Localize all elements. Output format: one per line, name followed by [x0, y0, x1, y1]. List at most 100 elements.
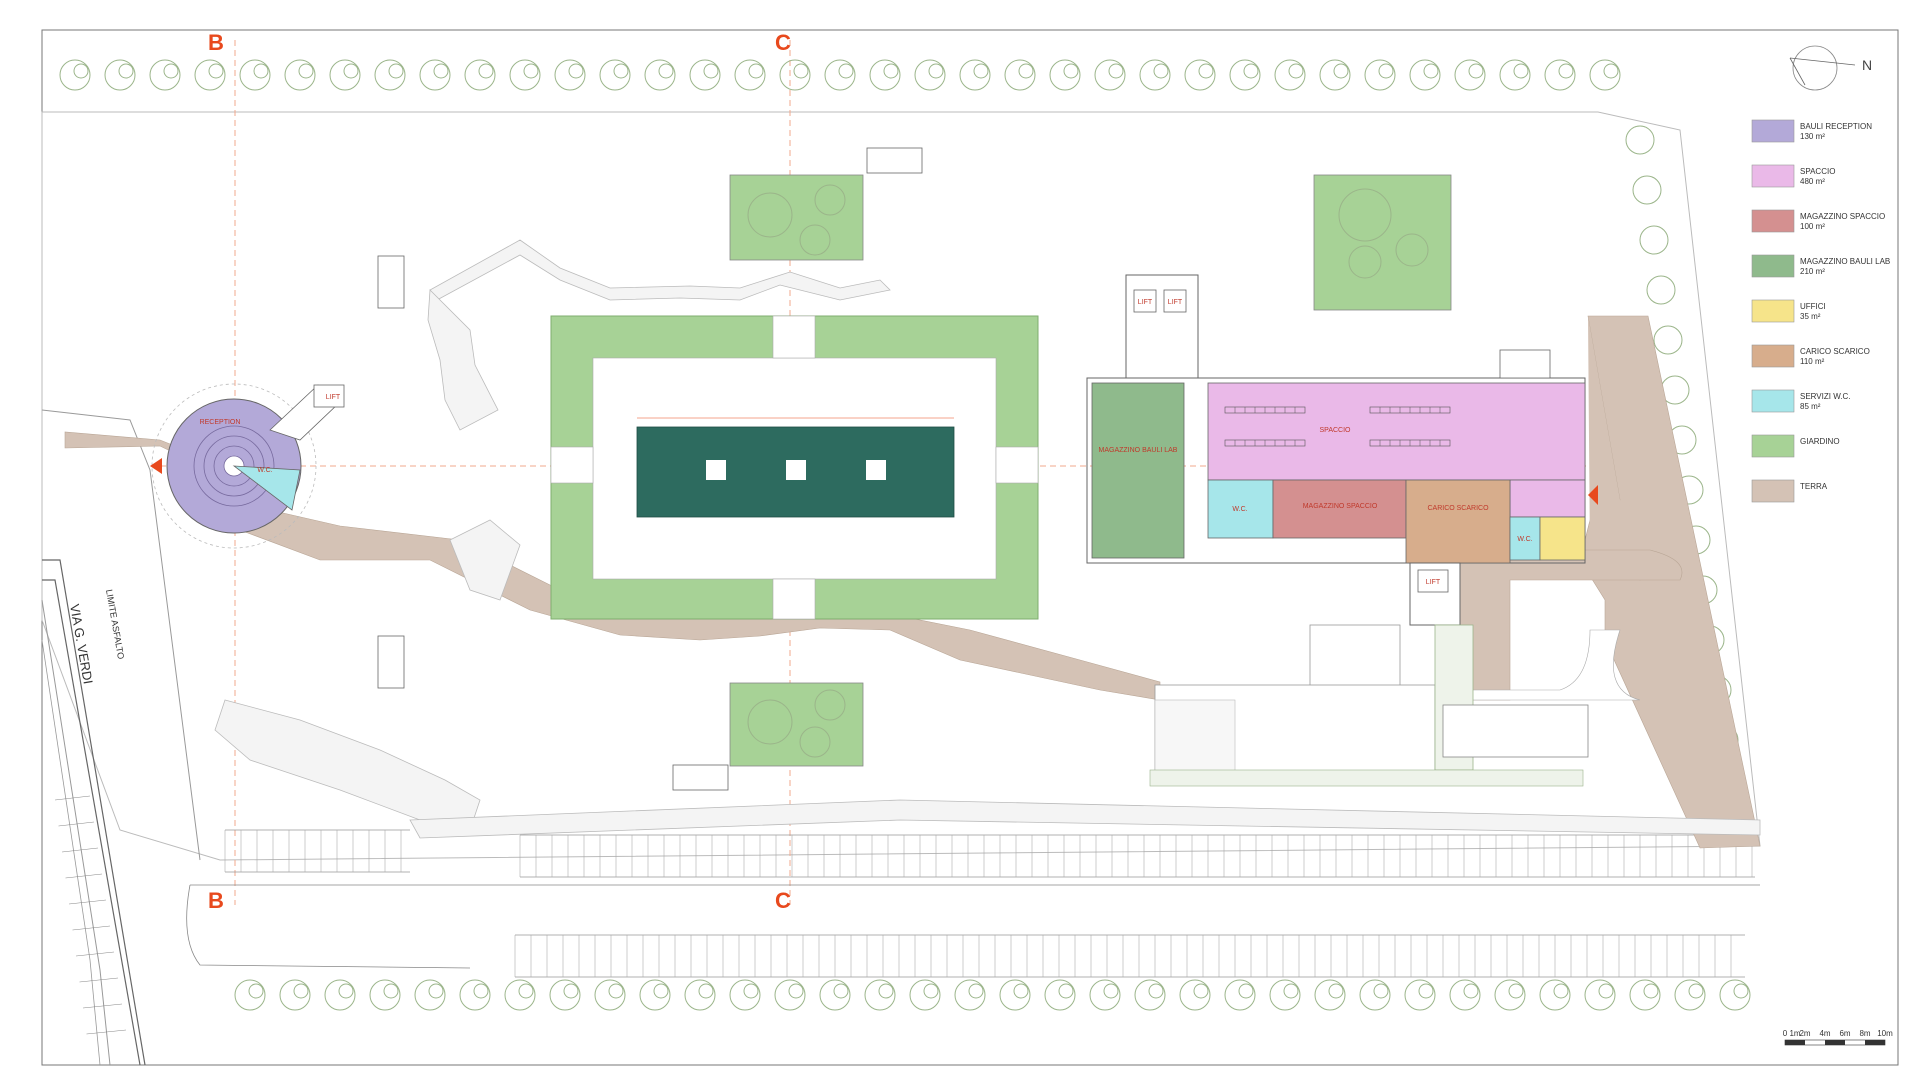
- tree-icon: [689, 59, 721, 91]
- north-arrow-icon: N: [1789, 45, 1872, 91]
- scale-label: 10m: [1877, 1029, 1893, 1038]
- section-label-c-top: C: [775, 30, 791, 55]
- tree-icon: [554, 59, 586, 91]
- reception-label: RECEPTION: [200, 419, 241, 426]
- main-building: LIFT LIFT MAGAZZINO BAULI LAB SPACCIO W.…: [1086, 274, 1598, 626]
- tree-icon: [1364, 59, 1396, 91]
- central-courtyard: [550, 315, 1039, 620]
- tree-icon: [639, 979, 671, 1011]
- legend-name: BAULI RECEPTION: [1800, 122, 1872, 131]
- tree-icon: [1674, 979, 1706, 1011]
- legend-area: 35 m²: [1800, 312, 1821, 321]
- tree-icon: [329, 59, 361, 91]
- shelf-unit: [1224, 406, 1306, 414]
- tree-icon: [419, 59, 451, 91]
- bench-1: [377, 255, 405, 309]
- tree-icon: [959, 59, 991, 91]
- tree-icon: [234, 979, 266, 1011]
- wc-main-label: W.C.: [1232, 506, 1247, 513]
- tree-icon: [1639, 225, 1669, 255]
- tree-icon: [1229, 59, 1261, 91]
- legend-item: GIARDINO: [1751, 434, 1840, 458]
- reception-wc-label: W.C.: [257, 467, 272, 474]
- tree-icon: [914, 59, 946, 91]
- garden-top-right: [1313, 174, 1452, 311]
- legend-name: MAGAZZINO BAULI LAB: [1800, 257, 1890, 266]
- tree-icon: [594, 979, 626, 1011]
- garden-top-left: [729, 147, 923, 261]
- lift-a-label: LIFT: [1138, 299, 1153, 306]
- scale-label: 4m: [1819, 1029, 1830, 1038]
- tree-icon: [239, 59, 271, 91]
- tree-icon: [909, 979, 941, 1011]
- tree-icon: [374, 59, 406, 91]
- tree-icon: [599, 59, 631, 91]
- legend-swatch: [1751, 389, 1795, 413]
- tree-icon: [1314, 979, 1346, 1011]
- legend-name: UFFICI: [1800, 302, 1826, 311]
- legend-area: 210 m²: [1800, 267, 1825, 276]
- reception-building: RECEPTION W.C. LIFT: [150, 383, 345, 549]
- scale-label: 2m: [1799, 1029, 1810, 1038]
- tree-icon: [464, 59, 496, 91]
- tree-icon: [999, 979, 1031, 1011]
- tree-icon: [1625, 125, 1655, 155]
- section-label-b-top: B: [208, 30, 224, 55]
- entrance-arrow-a: [1588, 485, 1598, 505]
- legend-name: GIARDINO: [1800, 437, 1840, 446]
- road-via-verdi: VIA G. VERDI LIMITE ASFALTO: [41, 409, 201, 1066]
- tree-icon: [459, 979, 491, 1011]
- tree-icon: [1646, 275, 1676, 305]
- stairs-block: [1149, 624, 1589, 787]
- tree-icon: [1499, 59, 1531, 91]
- tree-icon: [1094, 59, 1126, 91]
- tree-icon: [549, 979, 581, 1011]
- tree-icon: [149, 59, 181, 91]
- legend-swatch: [1751, 344, 1795, 368]
- legend-swatch: [1751, 254, 1795, 278]
- legend-name: SPACCIO: [1800, 167, 1835, 176]
- shelf-unit: [1224, 439, 1306, 447]
- room-wc-main: [1207, 479, 1274, 539]
- legend-area: 85 m²: [1800, 402, 1821, 411]
- tree-icon: [774, 979, 806, 1011]
- tree-icon: [1404, 979, 1436, 1011]
- tree-icon: [414, 979, 446, 1011]
- tree-icon: [1274, 59, 1306, 91]
- tree-icon: [1089, 979, 1121, 1011]
- garden-bottom: [672, 682, 864, 791]
- spaccio-label: SPACCIO: [1320, 427, 1352, 434]
- room-magazzino-bauli: [1091, 382, 1185, 559]
- section-label-b-bottom: B: [208, 888, 224, 913]
- tree-icon: [734, 59, 766, 91]
- legend-swatch: [1751, 164, 1795, 188]
- site-boundary: [41, 111, 1761, 861]
- tree-icon: [509, 59, 541, 91]
- scale-label: 1m: [1789, 1029, 1800, 1038]
- terra-service-area: [1588, 316, 1690, 560]
- tree-icon: [59, 59, 91, 91]
- tree-icon: [1632, 175, 1662, 205]
- tree-icon: [864, 979, 896, 1011]
- tree-icon: [1409, 59, 1441, 91]
- tree-icon: [954, 979, 986, 1011]
- shelf-unit: [1369, 439, 1451, 447]
- legend-area: 130 m²: [1800, 132, 1825, 141]
- legend-swatch: [1751, 209, 1795, 233]
- wc-small-label: W.C.: [1517, 536, 1532, 543]
- legend-name: MAGAZZINO SPACCIO: [1800, 212, 1885, 221]
- tree-icon: [1359, 979, 1391, 1011]
- tree-icon: [1179, 979, 1211, 1011]
- bench-2: [377, 635, 405, 689]
- tree-row-top: [59, 59, 1621, 91]
- tree-icon: [1719, 979, 1751, 1011]
- scale-label: 8m: [1859, 1029, 1870, 1038]
- tree-icon: [1544, 59, 1576, 91]
- tree-row-bottom: [234, 979, 1751, 1011]
- legend-name: CARICO SCARICO: [1800, 347, 1870, 356]
